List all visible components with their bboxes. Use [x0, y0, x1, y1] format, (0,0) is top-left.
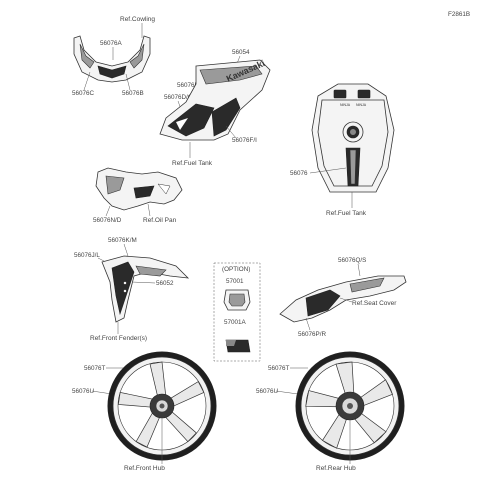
ref-cowling-label: Ref.Cowling [120, 16, 155, 23]
front-wheel[interactable] [107, 351, 217, 461]
ref-rear-hub-label: Ref.Rear Hub [316, 465, 356, 472]
tank-badge-left: NINJA [340, 103, 351, 107]
rear-wheel[interactable] [295, 351, 405, 461]
leader-line [91, 390, 113, 395]
part-number-57001a: 57001A [224, 319, 247, 326]
leader-line [105, 205, 111, 217]
ref-oil-pan-label: Ref.Oil Pan [143, 217, 177, 224]
leader-line [357, 263, 361, 277]
leader-line [125, 73, 131, 91]
part-number-56076b: 56076B [122, 90, 144, 97]
ref-front-hub-label: Ref.Front Hub [124, 465, 165, 472]
front-fender-decal[interactable] [101, 255, 190, 323]
part-number-56076t-rear: 56076T [268, 365, 290, 372]
oil-pan-decal[interactable] [95, 167, 183, 211]
part-number-56076km: 56076K/M [108, 237, 137, 244]
fuel-tank-top[interactable]: NINJA NINJA [311, 83, 395, 193]
oil-pan-decal-group: 56076N/D Ref.Oil Pan [93, 167, 183, 224]
leader-line [305, 317, 311, 331]
leader-line [339, 297, 353, 303]
leader-line [275, 390, 299, 395]
part-number-57001: 57001 [226, 278, 244, 285]
rear-wheel-decal-group: 56076T 56076U Ref.Rear Hub [256, 351, 405, 472]
part-number-56076jl: 56076J/L [74, 252, 100, 259]
part-number-56076qs: 56076Q/S [338, 257, 366, 264]
option-sticker[interactable] [225, 339, 251, 353]
option-box [213, 262, 261, 362]
front-wheel-decal-group: 56076T 56076U Ref.Front Hub [72, 351, 217, 472]
tank-badge-right: NINJA [356, 103, 367, 107]
ref-fuel-tank-label-1: Ref.Fuel Tank [172, 160, 213, 167]
part-number-56052: 56052 [156, 280, 174, 287]
option-emblem[interactable] [223, 289, 251, 311]
front-fender-decal-group: 56076K/M 56076J/L 56052 Ref.Front Fender… [74, 237, 190, 342]
fuel-tank-decal-group: NINJA NINJA 56076 Ref.Fuel Tank [290, 83, 395, 217]
option-parts-group: (OPTION) 57001 57001A [213, 262, 261, 362]
leader-line [309, 167, 347, 174]
part-number-56076nd: 56076N/D [93, 217, 122, 224]
part-number-56076pr: 56076P/R [298, 331, 326, 338]
part-number-56076eh: 56076E/H [177, 82, 205, 89]
part-number-56076fi: 56076F/I [232, 137, 257, 144]
ref-fuel-tank-label-2: Ref.Fuel Tank [326, 210, 367, 217]
part-number-56076a: 56076A [100, 40, 123, 47]
seat-cover-decal-group: 56076Q/S Ref.Seat Cover 56076P/R [279, 257, 407, 338]
ref-front-fender-label: Ref.Front Fender(s) [90, 335, 147, 342]
option-label: (OPTION) [222, 266, 250, 273]
part-number-56054: 56054 [232, 49, 250, 56]
diagram-code: F2861B [448, 11, 470, 18]
tank-cover-decal-group: 56054 56076E/H 56076D/G Kawasaki 56076F/… [159, 49, 271, 167]
part-number-56076c: 56076C [72, 90, 95, 97]
leader-line [131, 281, 156, 284]
part-number-56076-tank: 56076 [290, 170, 308, 177]
leader-line [147, 203, 151, 217]
part-number-56076t-front: 56076T [84, 365, 106, 372]
cowling-decal-group: Ref.Cowling 56076A 56076C 56076B [72, 16, 155, 97]
part-number-56076dg: 56076D/G [164, 94, 193, 101]
leader-line [83, 71, 91, 91]
leader-line [225, 125, 237, 139]
ref-seat-cover-label: Ref.Seat Cover [352, 300, 397, 307]
part-number-56076u-front: 56076U [72, 388, 95, 395]
tank-cover-decal[interactable]: Kawasaki [159, 58, 271, 141]
cowling-decal[interactable] [73, 35, 151, 83]
leader-line [123, 243, 129, 257]
part-number-56076u-rear: 56076U [256, 388, 279, 395]
